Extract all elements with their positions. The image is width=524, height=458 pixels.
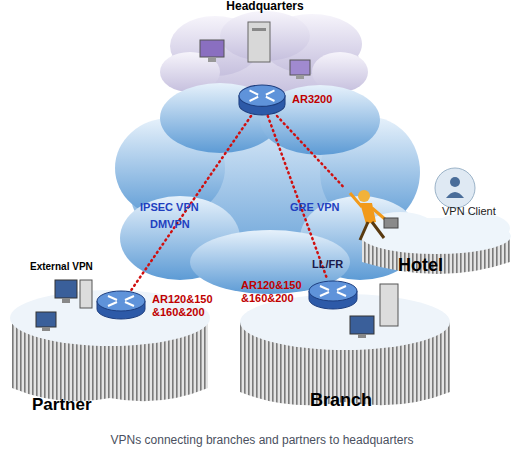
router-icon: AR120&150 &160&200 — [96, 290, 146, 320]
site-cloud: VPN ClientHotel — [345, 185, 524, 280]
device-model: AR120&150 &160&200 — [241, 279, 307, 304]
monitor-stand — [62, 298, 70, 303]
router-shape — [308, 280, 358, 310]
person-head — [358, 190, 370, 202]
client-label: VPN Client — [442, 205, 496, 218]
figure-caption: VPNs connecting branches and partners to… — [0, 433, 524, 447]
monitor-stand — [208, 57, 216, 62]
person-legs — [360, 222, 384, 240]
device-model: AR3200 — [292, 93, 332, 106]
site-note: External VPN — [30, 261, 93, 273]
vpn-tunnel — [277, 116, 345, 189]
monitor-stand — [42, 327, 50, 331]
vpn-type-label: DMVPN — [150, 218, 190, 230]
laptop — [384, 218, 398, 228]
router-icon: AR3200 — [238, 84, 286, 116]
hq-computers — [200, 22, 310, 79]
site-cloud: HeadquartersAR3200 — [165, 0, 365, 120]
monitor — [350, 316, 374, 334]
site-name: Hotel — [398, 255, 443, 276]
router-top — [239, 85, 285, 106]
site-heading: Headquarters — [165, 0, 365, 14]
hq-cloud — [160, 11, 368, 94]
monitor — [290, 60, 310, 75]
pc-tower — [80, 280, 92, 308]
monitor — [200, 40, 224, 57]
monitor-stand — [358, 334, 366, 338]
monitor-stand — [296, 75, 304, 79]
site-cloud: Branch AR120&150 &160&200 — [232, 265, 457, 435]
router-shape — [96, 290, 146, 320]
site-cloud: External VPN Partner AR120&150 &160&200 — [0, 255, 220, 435]
client-body — [446, 192, 464, 198]
client-bubble — [435, 168, 475, 208]
router-icon: AR120&150 &160&200 — [308, 280, 358, 310]
router-arrows — [108, 296, 134, 306]
router-top — [97, 291, 145, 311]
router-shape — [238, 84, 286, 116]
monitor — [55, 280, 77, 298]
pc-tower — [380, 284, 398, 326]
site-name: Branch — [310, 390, 372, 411]
router-arrows — [320, 286, 346, 296]
device-model: AR120&150 &160&200 — [152, 293, 218, 318]
server-tower — [248, 22, 270, 62]
cloud-puff — [220, 11, 310, 61]
person-arms — [350, 193, 386, 220]
tunnel-label: GRE VPN — [290, 201, 340, 213]
server-slot — [252, 28, 266, 31]
client-head — [450, 177, 460, 187]
site-name: Partner — [32, 395, 92, 415]
vpn-type-label: LL/FR — [312, 258, 343, 270]
vpn-tunnel — [131, 116, 251, 290]
router-arrows — [250, 90, 275, 101]
vpn-tunnel — [268, 116, 328, 280]
tunnel-label: IPSEC VPN — [140, 201, 199, 213]
router-top — [309, 281, 357, 301]
monitor — [36, 312, 56, 327]
